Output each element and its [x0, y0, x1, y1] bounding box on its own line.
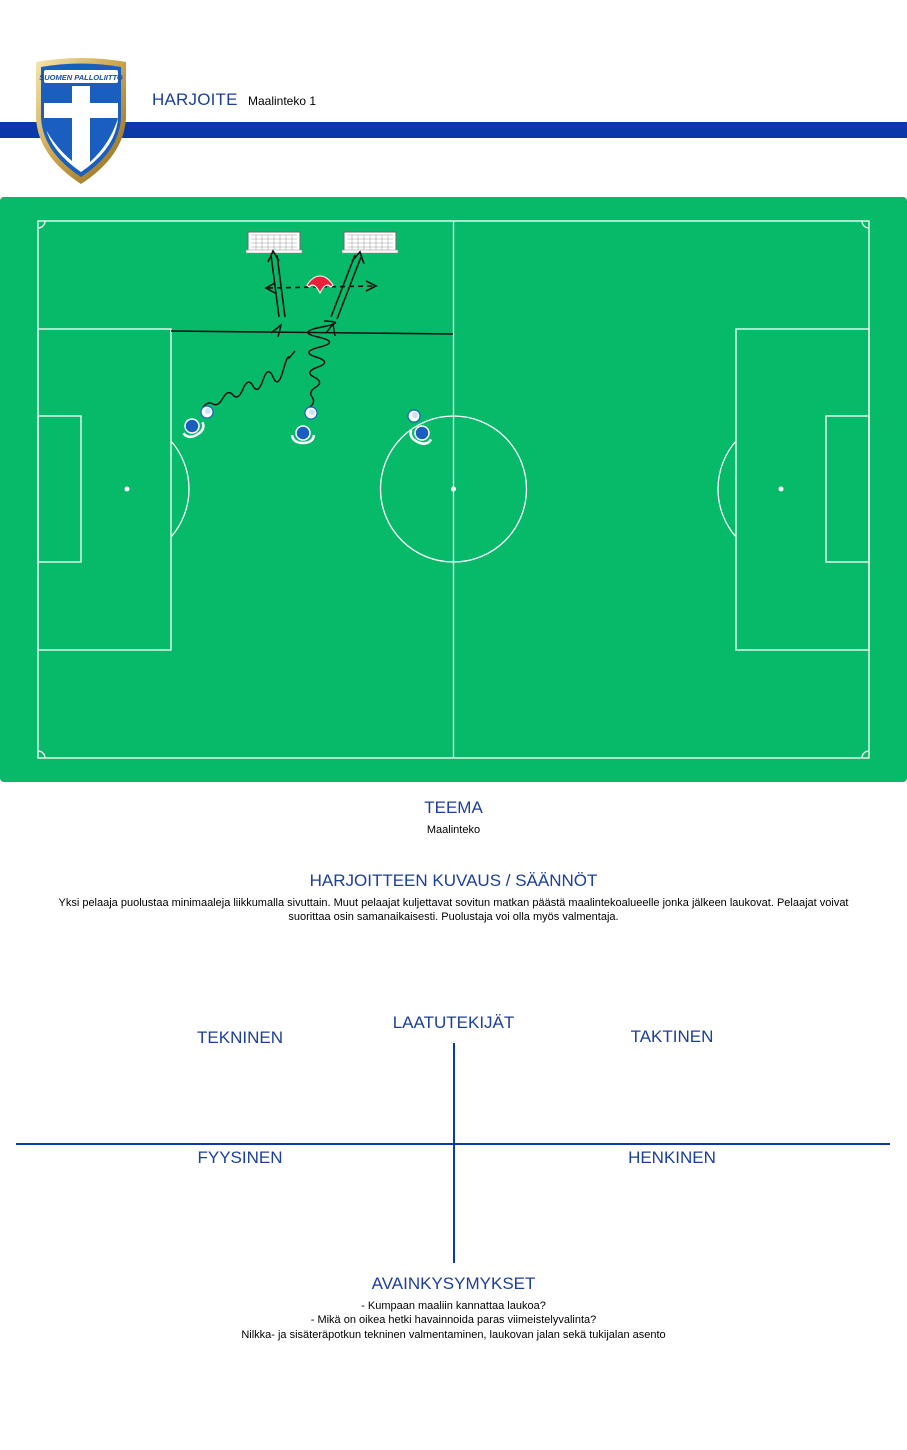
- left-goal-area: [37, 415, 82, 563]
- description-line-2: suorittaa osin samanaikaisesti. Puolusta…: [288, 911, 619, 923]
- attacker-player-1: [182, 418, 205, 439]
- page-title: HARJOITE: [152, 90, 238, 109]
- key-question-2: - Mikä on oikea hetki havainnoida paras …: [310, 1314, 597, 1326]
- teema-value: Maalinteko: [426, 824, 481, 836]
- ball-shade: [412, 412, 418, 418]
- right-goal-area: [825, 415, 870, 563]
- left-penalty-area: [37, 328, 172, 651]
- right-penalty-area: [735, 328, 870, 651]
- pitch-lines: [37, 220, 870, 759]
- quality-horizontal-divider: [16, 1143, 890, 1145]
- federation-logo: SUOMEN PALLOLIITTO: [36, 58, 126, 184]
- ball-shade: [309, 409, 315, 415]
- mini-goal-right: [341, 231, 399, 254]
- corner-arc: [37, 220, 46, 229]
- description-heading: HARJOITTEEN KUVAUS / SÄÄNNÖT: [309, 871, 598, 890]
- corner-arc: [861, 220, 870, 229]
- quality-technical: TEKNINEN: [197, 1028, 283, 1047]
- quality-heading: LAATUTEKIJÄT: [392, 1013, 515, 1032]
- quality-mental: HENKINEN: [628, 1148, 716, 1167]
- pitch-svg: [37, 220, 870, 759]
- logo-text: SUOMEN PALLOLIITTO: [39, 73, 123, 82]
- left-penalty-arc: [170, 440, 190, 538]
- mini-goal-left: [245, 231, 303, 254]
- ball-shade: [205, 408, 211, 414]
- corner-arc: [861, 750, 870, 759]
- left-penalty-spot: [124, 486, 130, 492]
- right-penalty-arc: [717, 440, 737, 538]
- dribble-path-middle: [307, 320, 337, 408]
- quality-tactical: TAKTINEN: [630, 1027, 714, 1046]
- corner-arc: [37, 750, 46, 759]
- description-line-1: Yksi pelaaja puolustaa minimaaleja liikk…: [58, 897, 849, 909]
- pitch-diagram: [0, 197, 907, 782]
- finishing-zone-line: [170, 330, 454, 335]
- center-circle: [379, 415, 528, 563]
- key-question-1: - Kumpaan maaliin kannattaa laukoa?: [361, 1300, 546, 1312]
- defender-player: [306, 275, 334, 295]
- key-questions-heading: AVAINKYSYMYKSET: [371, 1274, 536, 1293]
- shot-arrow-left: [267, 249, 286, 318]
- key-question-3: Nilkka- ja sisäteräpotkun tekninen valme…: [241, 1329, 666, 1341]
- defender-movement-arrow: [264, 280, 378, 294]
- exercise-name: Maalinteko 1: [248, 94, 317, 108]
- quality-physical: FYYSINEN: [197, 1148, 283, 1167]
- teema-heading: TEEMA: [424, 798, 483, 817]
- right-penalty-spot: [778, 486, 784, 492]
- dribble-path-left: [202, 350, 296, 408]
- center-spot: [451, 486, 456, 492]
- attacker-player-2: [290, 425, 316, 445]
- dribble-arrowhead: [270, 323, 283, 338]
- dribble-arrowhead: [325, 322, 336, 337]
- attacker-player-3: [409, 425, 433, 445]
- quality-vertical-divider: [453, 1043, 455, 1263]
- header-blue-bar: [0, 122, 907, 138]
